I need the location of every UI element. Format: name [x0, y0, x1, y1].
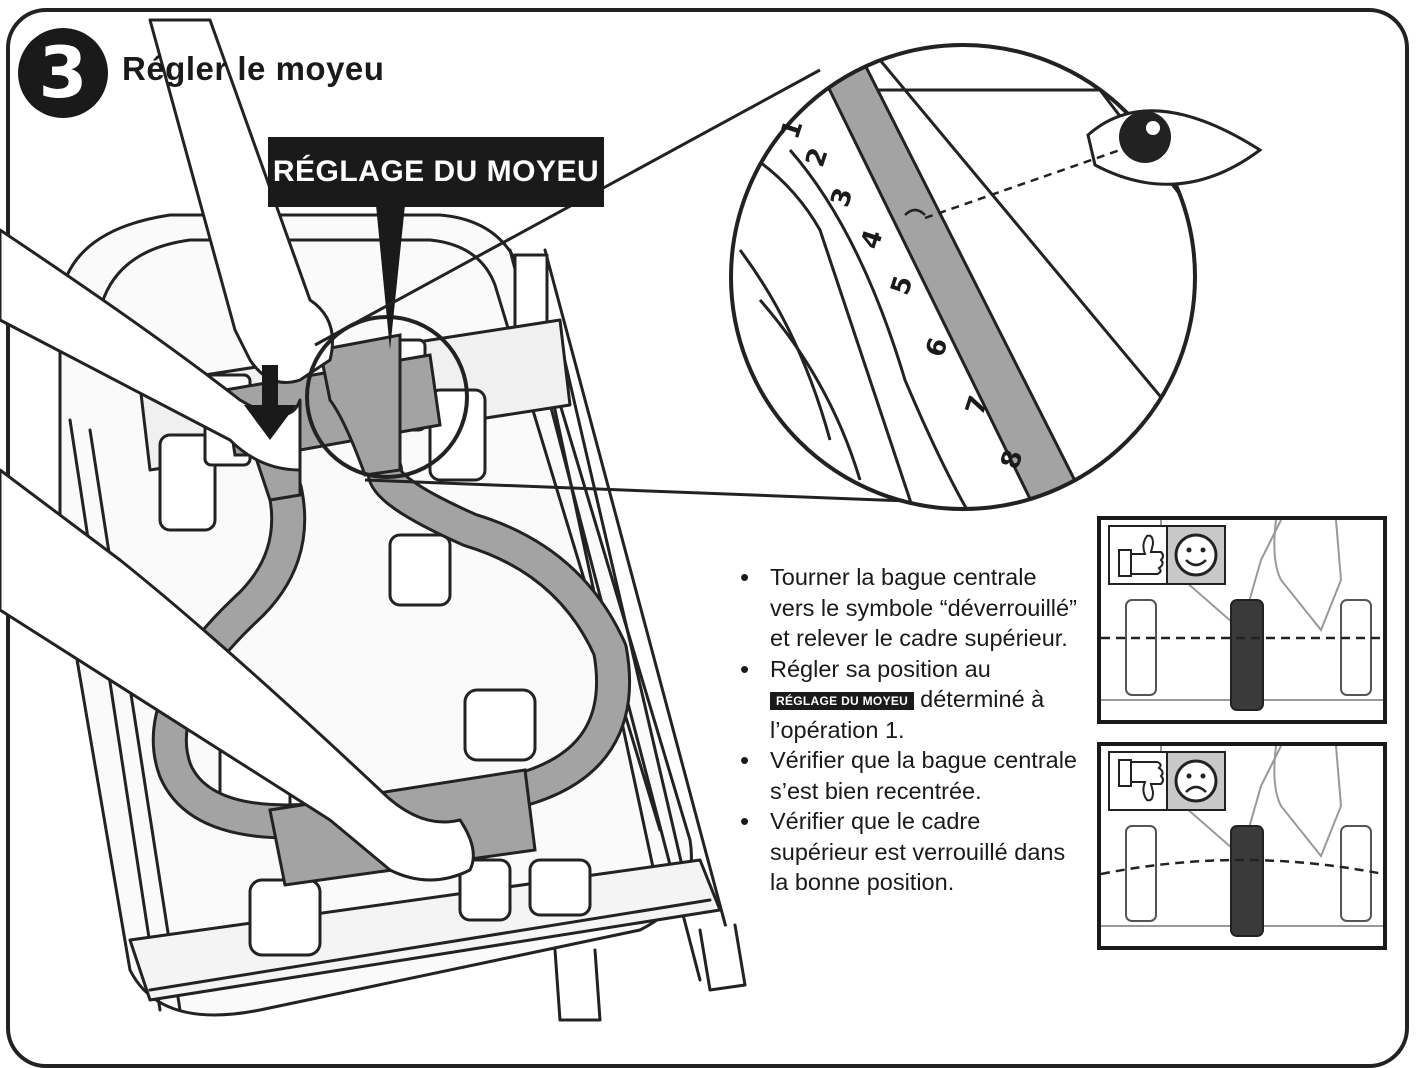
incorrect-position-panel [1097, 742, 1387, 950]
thumbs-up-icon [1118, 534, 1164, 577]
instruction-item: Vérifier que la bague centrale s’est bie… [740, 745, 1080, 806]
stroller-frame-illustration: 1 2 3 4 5 6 7 8 [0, 18, 1263, 1022]
instruction-item: Tourner la bague centrale vers le symbol… [740, 562, 1080, 654]
step-number-badge: 3 [18, 28, 108, 118]
instruction-item: Régler sa position au RÉGLAGE DU MOYEUdét… [740, 654, 1080, 746]
instruction-text: Régler sa position au [770, 655, 991, 682]
smiley-icon [1174, 533, 1218, 577]
instruction-item: Vérifier que le cadre supérieur est verr… [740, 806, 1080, 898]
thumbs-down-icon [1118, 759, 1164, 802]
hub-adjustment-callout: RÉGLAGE DU MOYEU [268, 137, 604, 207]
hub-adjustment-label: RÉGLAGE DU MOYEU [770, 691, 915, 710]
correct-position-panel [1097, 516, 1387, 724]
instruction-text: déterminé à l’opération 1. [770, 686, 1045, 743]
eye-icon [1086, 109, 1263, 186]
frowny-icon [1174, 759, 1218, 803]
instruction-list: Tourner la bague centrale vers le symbol… [740, 562, 1080, 898]
step-title: Régler le moyeu [122, 50, 385, 87]
